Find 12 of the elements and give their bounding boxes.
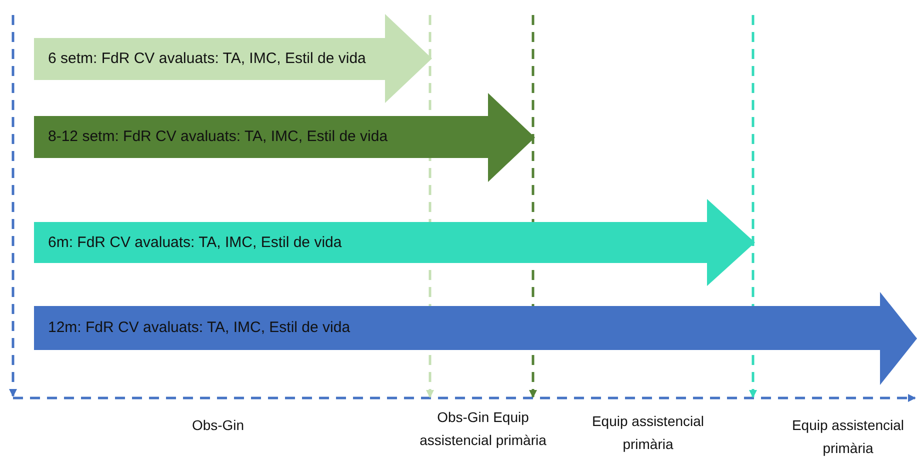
phase-label: Obs-Gin Equip assistencial primària (418, 408, 548, 450)
arrow-text: 6 setm: FdR CV avaluats: TA, IMC, Estil de vida (48, 50, 366, 67)
phase-label: Equip assistencial primària (590, 412, 706, 454)
arrow-shape (34, 14, 432, 103)
arrow-text: 12m: FdR CV avaluats: TA, IMC, Estil de vida (48, 319, 350, 336)
phase-label: Obs-Gin (190, 416, 246, 435)
arrow-shape (34, 199, 755, 286)
arrow-shape (34, 93, 535, 182)
arrow-text: 6m: FdR CV avaluats: TA, IMC, Estil de vida (48, 234, 342, 250)
phase-label: Equip assistencial primària (790, 416, 906, 458)
arrow-text: 8-12 setm: FdR CV avaluats: TA, IMC, Estil de vida (48, 128, 388, 145)
arrow-shape (34, 292, 917, 385)
